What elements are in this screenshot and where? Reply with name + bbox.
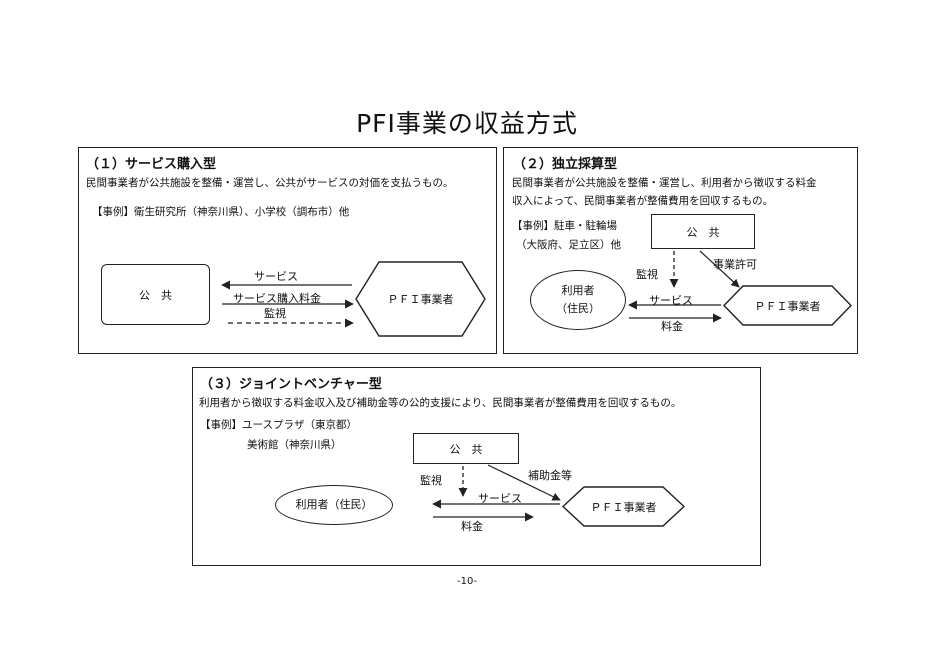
user-label: 利用者 (561, 284, 595, 298)
label-permit: 事業許可 (713, 258, 757, 271)
page-number: -10- (457, 576, 477, 587)
hexagon-shape (562, 486, 685, 527)
panel-independent (503, 147, 858, 354)
panel-1-description: 民間事業者が公共施設を整備・運営し、公共がサービスの対価を支払うもの。 (86, 177, 454, 189)
pfi-operator-hexagon: ＰＦＩ事業者 (355, 261, 486, 337)
public-box: 公 共 (651, 214, 755, 249)
arrow-label-monitor: 監視 (264, 307, 286, 320)
arrow-label-service: サービス (254, 270, 298, 283)
label-subsidy: 補助金等 (528, 469, 572, 482)
public-box: 公 共 (101, 264, 210, 325)
panel-2-description-line1: 民間事業者が公共施設を整備・運営し、利用者から徴収する料金 (512, 177, 817, 189)
pfi-operator-hexagon: ＰＦＩ事業者 (723, 285, 852, 326)
hexagon-shape (723, 285, 852, 326)
panel-2-title: （２）独立採算型 (513, 157, 618, 172)
pfi-operator-hexagon: ＰＦＩ事業者 (562, 486, 685, 527)
arrow-label-payment: サービス購入料金 (233, 292, 321, 305)
user-ellipse: 利用者（住民） (275, 485, 393, 525)
panel-3-example-line2: 美術館（神奈川県） (247, 439, 342, 451)
panel-1-title: （１）サービス購入型 (86, 157, 217, 172)
label-service: サービス (649, 294, 693, 307)
hexagon-shape (355, 261, 486, 337)
page-title: PFI事業の収益方式 (356, 109, 578, 138)
label-monitor: 監視 (636, 268, 658, 281)
label-service: サービス (478, 492, 522, 505)
arrow-subsidy (487, 464, 561, 501)
user-ellipse: 利用者 （住民） (530, 270, 626, 330)
panel-3-description: 利用者から徴収する料金収入及び補助金等の公的支援により、民間事業者が整備費用を回… (199, 397, 682, 409)
label-monitor: 監視 (420, 474, 442, 487)
pfi-operator-label: ＰＦＩ事業者 (754, 299, 821, 313)
panel-3-example-line1: 【事例】ユースプラザ（東京都） (200, 419, 357, 431)
panel-2-example-line2: （大阪府、足立区）他 (516, 239, 621, 251)
arrow-permit (699, 250, 740, 288)
panel-service-purchase (78, 147, 497, 354)
panel-2-example-line1: 【事例】駐車・駐輪場 (512, 220, 617, 232)
pfi-operator-label: ＰＦＩ事業者 (590, 500, 657, 514)
label-fee: 料金 (461, 520, 483, 533)
panel-1-example: 【事例】衛生研究所（神奈川県）、小学校（調布市）他 (92, 206, 350, 218)
pfi-operator-label: ＰＦＩ事業者 (387, 293, 454, 306)
panel-2-description-line2: 収入によって、民間事業者が整備費用を回収するもの。 (512, 195, 774, 207)
panel-joint-venture (192, 367, 761, 566)
public-box: 公 共 (413, 433, 519, 464)
user-sublabel: （住民） (556, 302, 600, 315)
panel-3-title: （３）ジョイントベンチャー型 (200, 377, 382, 392)
label-fee: 料金 (661, 320, 683, 333)
